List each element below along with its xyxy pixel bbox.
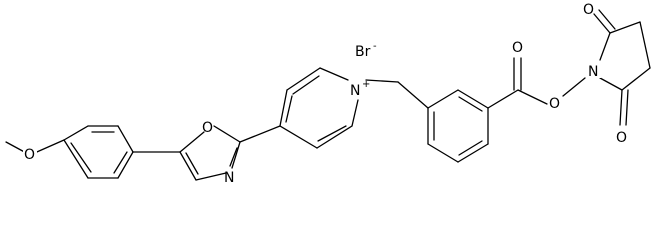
atom-label-o-ester: O — [548, 94, 562, 112]
atom-label-n-pyridinium: N + — [348, 79, 370, 99]
succinimide-ring — [593, 9, 651, 126]
methoxyphenyl-ring — [63, 125, 134, 179]
atom-label-o-imide-top: O — [583, 2, 594, 18]
pyridinium-ring — [279, 67, 359, 149]
svg-text:Br: Br — [355, 44, 371, 60]
benzene-ring — [427, 89, 489, 163]
oxazole-pyridinium-bond — [239, 125, 281, 143]
atom-label-o-imide-bottom: O — [616, 130, 627, 146]
svg-text:O: O — [583, 2, 594, 18]
atom-label-o-carbonyl-ester: O — [512, 40, 523, 56]
svg-text:N: N — [224, 170, 234, 186]
svg-text:-: - — [373, 41, 377, 52]
svg-text:O: O — [512, 40, 523, 56]
svg-text:N: N — [350, 83, 360, 99]
svg-text:+: + — [362, 79, 370, 90]
oxazole-ring — [179, 125, 241, 181]
atom-label-br: Br - — [355, 41, 377, 60]
svg-text:O: O — [24, 147, 35, 163]
atom-label-o-methoxy: O — [23, 145, 37, 163]
svg-text:O: O — [616, 130, 627, 146]
svg-text:N: N — [588, 64, 598, 80]
benzyl-linker — [365, 79, 429, 109]
ester-group — [487, 57, 586, 109]
atom-label-o-oxazole: O — [202, 120, 213, 136]
molecule-structure: Br - N + O N O O O N O O — [5, 2, 651, 186]
atom-label-n-oxazole: N — [224, 170, 234, 186]
svg-text:O: O — [202, 120, 213, 136]
svg-text:O: O — [549, 96, 560, 112]
atom-label-n-imide: N — [587, 62, 601, 80]
